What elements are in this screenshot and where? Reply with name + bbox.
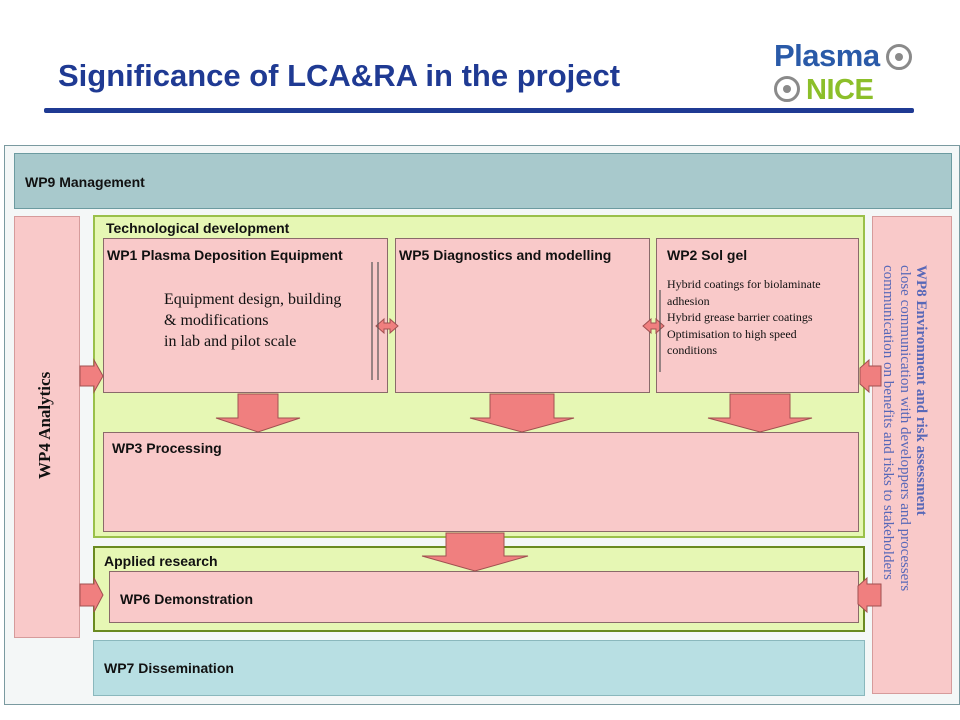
wp1-line: & modifications [164, 312, 269, 329]
wp8-line2: close communication with developpers and… [897, 265, 913, 592]
title-underline [44, 108, 914, 113]
wp8-environment-risk-box: WP8 Environment and risk assessment clos… [872, 216, 952, 694]
logo-text-nice: NICE [806, 74, 874, 106]
wp5-diagnostics-box: WP5 Diagnostics and modelling [395, 238, 650, 393]
wp2-sol-gel-box: WP2 Sol gel Hybrid coatings for biolamin… [656, 238, 859, 393]
wp4-analytics-box: WP4 Analytics [14, 216, 80, 638]
wp2-description: Hybrid coatings for biolaminate adhesion… [667, 276, 821, 359]
wp1-title: WP1 Plasma Deposition Equipment [107, 247, 343, 263]
tech-dev-label: Technological development [106, 220, 290, 236]
wp8-line3: communication on benefits and risks to s… [880, 265, 896, 580]
wp3-processing-box: WP3 Processing [103, 432, 859, 532]
wp1-description: Equipment design, building & modificatio… [164, 289, 341, 352]
wp2-line: Optimisation to high speed [667, 326, 797, 341]
wp5-title: WP5 Diagnostics and modelling [399, 247, 612, 263]
logo-text-plasma: Plasma [774, 38, 880, 73]
wp1-line: in lab and pilot scale [164, 333, 297, 350]
wp2-line: adhesion [667, 293, 710, 308]
wp2-line: conditions [667, 343, 717, 357]
wp7-title: WP7 Dissemination [104, 660, 234, 676]
wp9-label: WP9 Management [25, 174, 145, 190]
wp6-demonstration-box: WP6 Demonstration [109, 571, 859, 623]
page-title: Significance of LCA&RA in the project [58, 58, 621, 93]
wp1-line: Equipment design, building [164, 291, 342, 308]
wp1-plasma-deposition-box: WP1 Plasma Deposition Equipment Equipmen… [103, 238, 388, 393]
wp8-title: WP8 Environment and risk assessment [913, 265, 929, 516]
wp2-line: Hybrid grease barrier coatings [667, 310, 813, 324]
wp2-line: Hybrid coatings for biolaminate [667, 277, 821, 291]
wp3-title: WP3 Processing [112, 440, 222, 456]
wp9-management-box: WP9 Management [14, 153, 952, 209]
applied-research-label: Applied research [104, 553, 218, 569]
plasmanice-logo: Plasma NICE [770, 36, 920, 110]
wp4-label: WP4 Analytics [35, 371, 54, 479]
wp2-title: WP2 Sol gel [667, 247, 748, 263]
logo-ring-icon [774, 76, 800, 102]
wp6-title: WP6 Demonstration [120, 591, 254, 607]
wp7-dissemination-box: WP7 Dissemination [93, 640, 865, 696]
logo-ring-icon [886, 44, 912, 70]
